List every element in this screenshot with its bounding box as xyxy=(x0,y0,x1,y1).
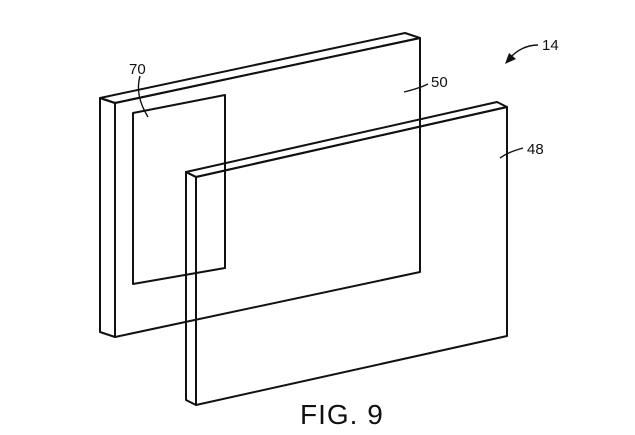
label-14: 14 xyxy=(542,37,559,54)
label-70: 70 xyxy=(129,61,146,78)
arrow-14-shaft xyxy=(509,44,539,59)
leader-line-48 xyxy=(499,147,524,159)
back-panel-face xyxy=(114,37,421,338)
back-panel-side-edge xyxy=(99,97,116,338)
leader-lines xyxy=(137,44,539,159)
label-50: 50 xyxy=(431,74,448,91)
leader-line-50 xyxy=(403,83,429,93)
back-panel-top-edge xyxy=(99,32,421,104)
window-region xyxy=(132,94,226,285)
front-panel-face xyxy=(195,106,508,406)
front-panel-top-edge xyxy=(185,101,508,178)
arrow-14-head xyxy=(505,53,516,64)
back-panel xyxy=(99,32,421,338)
label-48: 48 xyxy=(527,141,544,158)
front-panel xyxy=(185,101,508,406)
window-hidden-line xyxy=(195,168,226,274)
leader-line-70 xyxy=(137,75,149,118)
front-panel-side-edge xyxy=(185,171,197,406)
figure-caption: FIG. 9 xyxy=(300,399,384,430)
